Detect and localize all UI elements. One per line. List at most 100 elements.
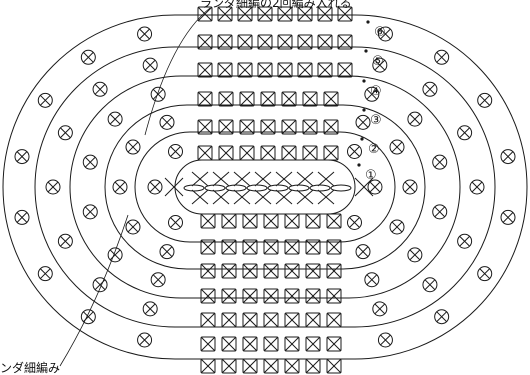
round-start-dot-3 xyxy=(362,108,365,111)
stitch-bottom-r6-6 xyxy=(306,337,320,351)
stitch-arc-right-r2-3 xyxy=(348,216,362,230)
stitch-arc-right-r6-6 xyxy=(478,267,492,281)
stitch-bottom-r1-1 xyxy=(201,214,215,228)
stitch-bottom-r6-2 xyxy=(222,337,236,351)
stitch-bottom-r4-5 xyxy=(285,289,299,303)
stitch-arc-right-r5-2 xyxy=(423,82,437,96)
stitch-arc-right-r6-2 xyxy=(435,50,449,64)
round-1-outline xyxy=(175,160,355,214)
stitch-arc-right-r5-5 xyxy=(458,234,472,248)
stitch-bottom-r3-7 xyxy=(327,264,341,278)
callout-bottom-label: ンダ細編み xyxy=(0,362,60,374)
stitch-arc-left-r6-2 xyxy=(81,50,95,64)
round-label-3: ③ xyxy=(370,113,382,128)
stitch-top-r1-6 xyxy=(303,146,317,160)
stitch-top-r4-8 xyxy=(338,63,352,77)
stitch-arc-right-r6-8 xyxy=(378,333,392,347)
stitch-arc-right-r4-2 xyxy=(408,112,422,126)
stitch-arc-left-r4-1 xyxy=(151,87,165,101)
stitch-bottom-r4-6 xyxy=(306,289,320,303)
stitch-arc-right-r2-1 xyxy=(348,144,362,158)
stitch-arc-right-r6-5 xyxy=(501,210,515,224)
stitch-bottom-r7-6 xyxy=(306,359,320,373)
foundation-x-2 xyxy=(213,172,229,204)
stitch-bottom-r5-6 xyxy=(306,313,320,327)
stitch-arc-left-r2-2 xyxy=(148,180,162,194)
stitch-bottom-r4-1 xyxy=(201,289,215,303)
stitch-bottom-r7-1 xyxy=(201,359,215,373)
stitch-bottom-r3-2 xyxy=(222,264,236,278)
stitch-top-r3-4 xyxy=(261,92,275,106)
chain-stitch-8 xyxy=(331,185,351,191)
round-rings xyxy=(3,15,527,359)
stitch-arc-left-r5-6 xyxy=(93,278,107,292)
stitch-arc-right-r6-7 xyxy=(435,310,449,324)
stitch-arc-right-r4-3 xyxy=(433,155,447,169)
stitch-top-r1-4 xyxy=(261,146,275,160)
stitch-arc-left-r5-4 xyxy=(46,180,60,194)
stitch-top-r3-3 xyxy=(240,92,254,106)
stitch-top-r1-3 xyxy=(240,146,254,160)
stitch-bottom-r1-5 xyxy=(285,214,299,228)
stitch-arc-left-r3-3 xyxy=(113,180,127,194)
stitch-top-r4-5 xyxy=(278,63,292,77)
stitch-top-r4-4 xyxy=(258,63,272,77)
round-5-outline xyxy=(35,47,495,327)
stitch-top-r4-7 xyxy=(318,63,332,77)
stitch-bottom-r7-5 xyxy=(285,359,299,373)
stitch-top-r4-1 xyxy=(198,63,212,77)
stitch-arc-right-r5-3 xyxy=(458,126,472,140)
chain-stitch-5 xyxy=(268,185,288,191)
stitch-bottom-r5-4 xyxy=(264,313,278,327)
stitch-arc-left-r6-5 xyxy=(15,210,29,224)
stitch-bottom-r6-1 xyxy=(201,337,215,351)
stitch-top-r1-2 xyxy=(219,146,233,160)
round-6-outline xyxy=(3,15,527,359)
stitch-arc-left-r4-6 xyxy=(151,273,165,287)
round-start-dot-2 xyxy=(360,137,363,140)
stitch-bottom-r7-7 xyxy=(327,359,341,373)
foundation-chain xyxy=(184,185,351,191)
stitch-bottom-r1-7 xyxy=(327,214,341,228)
stitch-arc-right-r4-5 xyxy=(408,248,422,262)
stitch-top-r1-1 xyxy=(198,146,212,160)
stitch-arc-left-r6-4 xyxy=(15,150,29,164)
stitch-arc-left-r3-5 xyxy=(160,245,174,259)
stitch-bottom-r3-6 xyxy=(306,264,320,278)
stitch-arc-left-r6-6 xyxy=(38,267,52,281)
stitch-arc-left-r4-4 xyxy=(83,205,97,219)
callout-top-label: ランダ細編の2回編み入れる xyxy=(200,0,352,9)
stitch-arc-right-r3-5 xyxy=(356,245,370,259)
stitch-bottom-r7-3 xyxy=(243,359,257,373)
stitch-bottom-r6-5 xyxy=(285,337,299,351)
stitch-bottom-r1-3 xyxy=(243,214,257,228)
stitch-arc-right-r3-4 xyxy=(390,220,404,234)
chain-stitch-7 xyxy=(310,185,330,191)
chain-stitch-1 xyxy=(184,185,204,191)
stitch-arc-left-r4-5 xyxy=(108,248,122,262)
round-start-dot-4 xyxy=(362,79,365,82)
stitch-top-r3-6 xyxy=(303,92,317,106)
round-start-dot-5 xyxy=(364,49,367,52)
stitch-arc-left-r6-8 xyxy=(138,333,152,347)
stitch-arc-left-r3-2 xyxy=(126,140,140,154)
chain-stitch-4 xyxy=(247,185,267,191)
stitch-top-r1-5 xyxy=(282,146,296,160)
stitch-arc-left-r6-7 xyxy=(81,310,95,324)
stitch-arc-right-r5-4 xyxy=(470,180,484,194)
stitch-arc-right-r6-3 xyxy=(478,93,492,107)
round-label-5: ⑤ xyxy=(372,54,384,69)
foundation-x-6 xyxy=(297,172,313,204)
stitch-bottom-r1-6 xyxy=(306,214,320,228)
stitch-arc-left-r2-3 xyxy=(169,216,183,230)
chain-stitch-6 xyxy=(289,185,309,191)
stitch-bottom-r7-4 xyxy=(264,359,278,373)
stitch-bottom-r4-2 xyxy=(222,289,236,303)
chain-stitch-3 xyxy=(226,185,246,191)
stitch-bottom-r4-3 xyxy=(243,289,257,303)
stitch-bottom-r6-4 xyxy=(264,337,278,351)
foundation-x-3 xyxy=(234,172,250,204)
stitch-arc-left-r3-4 xyxy=(126,220,140,234)
stitch-arc-left-r4-2 xyxy=(108,112,122,126)
